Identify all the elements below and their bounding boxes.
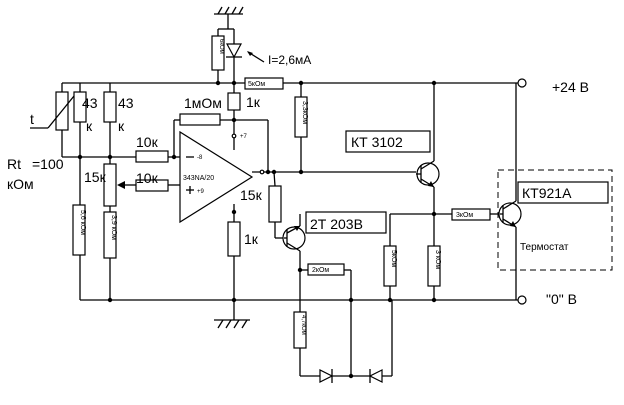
component-label: -8: [197, 155, 203, 161]
label-box-kt3102: [345, 130, 431, 153]
component-label: +7: [240, 134, 248, 140]
op-amp: 343NA/20 -8 +9: [179, 130, 254, 224]
supply-label: +24 В: [552, 79, 589, 95]
component-label: 343NA/20: [183, 175, 214, 182]
component-label: 4,7кОм: [300, 315, 306, 335]
thermostat-box: [497, 169, 613, 271]
component-label: 43: [118, 95, 134, 111]
current-label: I=2,6мА: [268, 53, 311, 67]
component-label: 6кОм: [218, 39, 224, 54]
resistor-1m-feedback: 1мОм: [179, 95, 222, 126]
terminal-zero-v: [517, 295, 527, 305]
component-label: 1мОм: [184, 95, 222, 111]
resistor-5k-top: 5кОм: [244, 77, 284, 90]
component-label: 3,3кОм: [301, 101, 308, 124]
component-label: 5кОм: [248, 81, 265, 88]
resistor-15k-b: 15к: [240, 185, 282, 223]
kt3102-label: КТ 3102: [351, 134, 403, 150]
ground-symbol-top: [214, 6, 244, 15]
transistor-kt921a: [498, 200, 522, 228]
component-label: к: [118, 118, 125, 134]
resistor-3-9k: 3,9 кОм: [103, 211, 117, 259]
transistor-2t203: [282, 225, 306, 252]
resistor-43k-b: 43 к: [103, 91, 134, 134]
resistor-10k-b: 10к: [135, 170, 169, 192]
thermostat-label: Термостат: [520, 242, 569, 253]
potentiometer-15k: 15к: [84, 163, 125, 207]
component-label: 15к: [84, 169, 107, 185]
transistor-kt3102: [416, 160, 440, 188]
resistor-2k: 2кОм: [307, 263, 345, 276]
ground-symbol-bottom: [214, 319, 250, 329]
resistor-6k: 6кОм: [211, 35, 225, 71]
terminal-plus-24: [517, 78, 527, 88]
component-label: 3кОм: [456, 212, 473, 219]
resistor-10k-a: 10к: [135, 134, 169, 163]
resistor-1k-bottom: 1к: [227, 221, 259, 257]
t2t203-label: 2Т 203В: [310, 216, 363, 232]
resistor-4-7k: 4,7кОм: [293, 311, 307, 349]
component-label: 5кОм: [390, 250, 397, 267]
component-label: 1к: [244, 231, 259, 247]
rt-unit: кОм: [7, 176, 34, 192]
component-label: 10к: [136, 170, 159, 186]
label-box-kt921a: [517, 181, 609, 204]
resistor-3k-horizontal: 3кОм: [451, 208, 491, 221]
rt-value: =100: [32, 156, 64, 172]
component-label: 2кОм: [312, 267, 329, 274]
resistor-5-6k: 5,6 кОм: [72, 204, 86, 256]
component-label: 10к: [136, 134, 159, 150]
component-label: 3,9 кОм: [110, 215, 117, 240]
resistor-43k-a: 43 к: [73, 91, 98, 134]
thermistor-rt: [30, 91, 75, 131]
resistor-3-3k: 3,3кОм: [294, 96, 308, 138]
rt-name: Rt: [7, 156, 21, 172]
component-label: 5,6 кОм: [79, 210, 86, 235]
kt921a-label: КТ921А: [522, 185, 572, 201]
component-label: 15к: [240, 187, 263, 203]
resistor-5k-vertical: 5кОм: [383, 245, 397, 287]
zener-diode: [225, 43, 243, 59]
component-label: 1к: [246, 94, 261, 110]
ground-label: "0" В: [546, 291, 577, 307]
resistor-1k-top: 1к: [227, 92, 261, 111]
component-label: 43: [82, 95, 98, 111]
component-label: к: [86, 118, 93, 134]
component-label: +9: [197, 189, 205, 195]
label-box-2t203: [305, 211, 387, 234]
resistor-3k-right: 3 кОм: [427, 245, 441, 287]
diode-right: [368, 369, 383, 383]
diode-left: [319, 369, 334, 383]
component-label: 3 кОм: [434, 250, 441, 269]
t-symbol: t: [30, 111, 34, 127]
